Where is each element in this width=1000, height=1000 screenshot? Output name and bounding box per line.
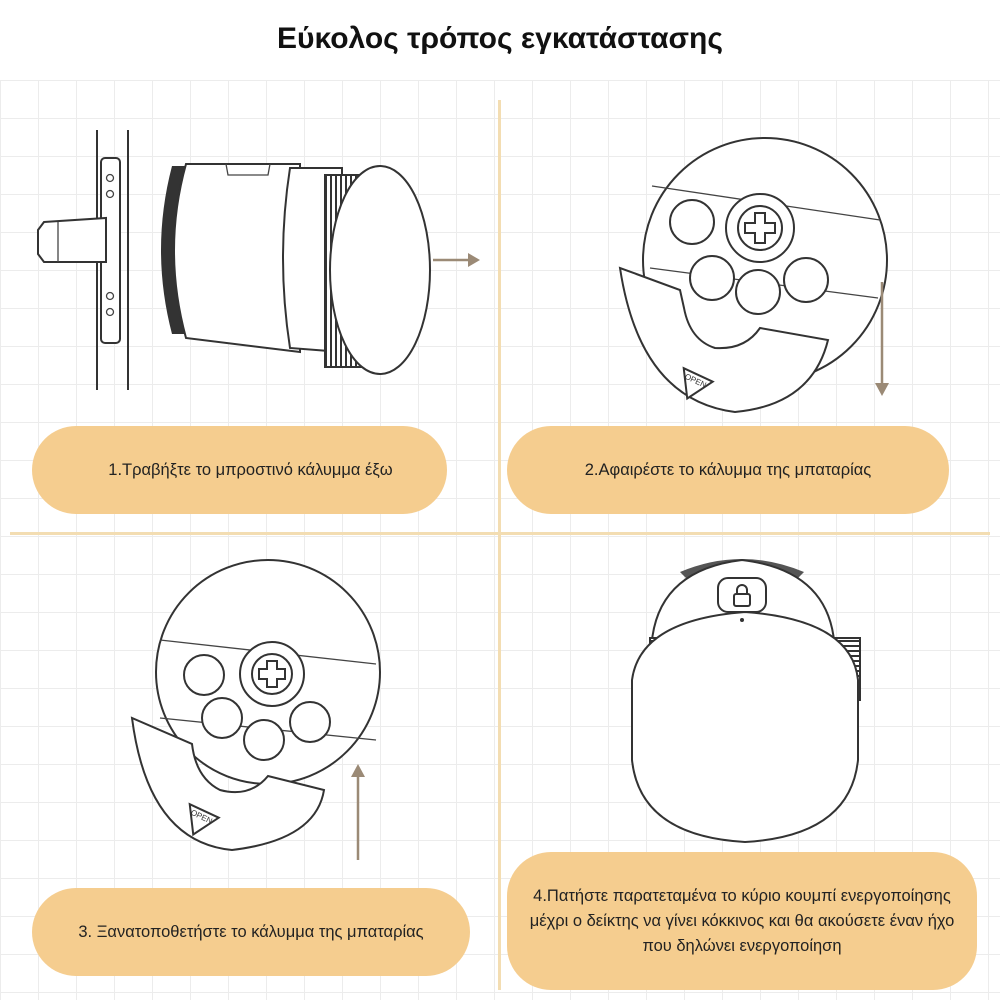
battery-slot xyxy=(243,719,285,761)
lock-front-face xyxy=(631,610,859,844)
step-3-text: 3. Ξανατοποθετήστε το κάλυμμα της μπαταρ… xyxy=(78,922,424,941)
indicator-dot xyxy=(740,618,744,622)
step-2-caption: 2.Αφαιρέστε το κάλυμμα της μπαταρίας xyxy=(507,426,949,514)
screw-hole xyxy=(105,189,115,199)
open-label-badge xyxy=(188,802,221,837)
battery-cover xyxy=(618,266,830,414)
step1-illustration xyxy=(37,130,480,390)
step2-illustration: OPEN xyxy=(618,137,889,414)
battery-slot xyxy=(735,269,781,315)
battery-cover xyxy=(130,716,326,852)
battery-slot xyxy=(689,255,735,301)
deadbolt-latch xyxy=(37,216,107,263)
screw-hole xyxy=(105,307,115,317)
step4-illustration xyxy=(631,558,861,844)
step-4-text: 4.Πατήστε παρατεταμένα το κύριο κουμπί ε… xyxy=(529,886,955,955)
step-1-caption: 1.Τραβήξτε το μπροστινό κάλυμμα έξω xyxy=(32,426,447,514)
step-4-caption: 4.Πατήστε παρατεταμένα το κύριο κουμπί ε… xyxy=(507,852,977,990)
lock-icon xyxy=(733,584,751,607)
step-2-text: 2.Αφαιρέστε το κάλυμμα της μπαταρίας xyxy=(584,460,872,479)
cross-screw-icon xyxy=(258,660,286,688)
vertical-divider xyxy=(498,100,501,990)
battery-slot xyxy=(201,697,243,739)
step3-illustration: OPEN xyxy=(130,559,381,860)
battery-slot xyxy=(289,701,331,743)
cross-screw-icon xyxy=(744,212,776,244)
screw-hole xyxy=(105,291,115,301)
page-title: Εύκολος τρόπος εγκατάστασης xyxy=(276,22,723,55)
lock-body xyxy=(173,163,301,354)
screw-hole xyxy=(105,173,115,183)
open-label-badge xyxy=(682,366,715,401)
battery-slot xyxy=(783,257,829,303)
battery-slot xyxy=(183,654,225,696)
front-cover-face xyxy=(329,165,431,375)
horizontal-divider xyxy=(10,532,990,535)
step-1-text: 1.Τραβήξτε το μπροστινό κάλυμμα έξω xyxy=(108,460,393,479)
step-3-caption: 3. Ξανατοποθετήστε το κάλυμμα της μπαταρ… xyxy=(32,888,470,976)
lock-top-rim xyxy=(680,559,804,578)
battery-slot xyxy=(669,199,715,245)
